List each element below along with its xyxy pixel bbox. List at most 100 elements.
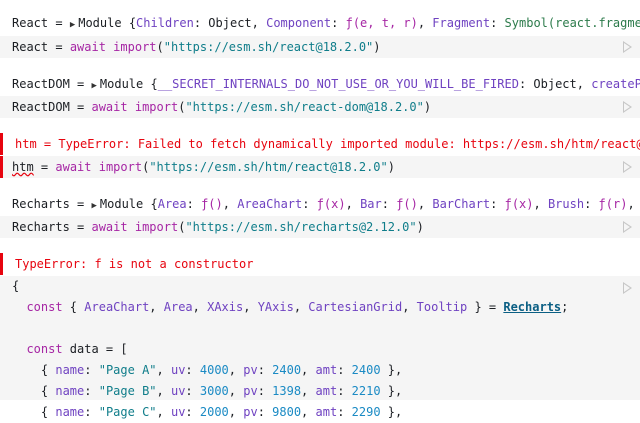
module-value: ƒ() (201, 197, 223, 211)
object-key: pv (243, 363, 258, 377)
react-import-cell[interactable]: React = await import("https://esm.sh/rea… (0, 36, 640, 58)
run-cell-icon[interactable] (623, 161, 632, 173)
colon: : (381, 197, 397, 211)
module-key: Brush (547, 197, 585, 211)
htm-error-output: htm = TypeError: Failed to fetch dynamic… (0, 133, 640, 155)
import-url: "https://esm.sh/recharts@2.12.0" (185, 220, 417, 234)
code-line: { name: "Page C", uv: 2000, pv: 9800, am… (0, 402, 640, 423)
object-key: name (55, 363, 85, 377)
recharts-reference-link[interactable]: Recharts (503, 300, 562, 314)
destructured-name: CartesianGrid (308, 300, 403, 314)
comma: , (222, 197, 238, 211)
semicolon: ; (561, 300, 569, 314)
variable-name: htm (12, 160, 34, 174)
keyword-await: await (55, 160, 92, 174)
number-value: 9800 (272, 405, 302, 419)
colon: : (518, 77, 534, 91)
colon: : (185, 363, 200, 377)
import-url: "https://esm.sh/react-dom@18.2.0" (185, 100, 424, 114)
chart-error-output: TypeError: f is not a constructor (0, 253, 640, 275)
code-line (0, 318, 640, 339)
brace: { (12, 405, 56, 419)
code-line: const { AreaChart, Area, XAxis, YAxis, C… (0, 297, 640, 318)
colon: : (185, 405, 200, 419)
colon: : (84, 363, 99, 377)
colon: : (337, 384, 352, 398)
module-value: Object (533, 77, 577, 91)
colon: : (584, 197, 599, 211)
comma: , (301, 384, 316, 398)
object-key: amt (315, 384, 338, 398)
module-value: ƒ(x) (504, 197, 534, 211)
comma: , (149, 300, 164, 314)
code-line: { name: "Page A", uv: 4000, pv: 2400, am… (0, 360, 640, 381)
destructured-name: XAxis (207, 300, 244, 314)
chart-code-cell[interactable]: { const { AreaChart, Area, XAxis, YAxis,… (0, 276, 640, 419)
variable-name: Recharts (12, 220, 70, 234)
module-key: createPortal (591, 77, 640, 91)
keyword-import: import (113, 40, 157, 54)
string-value: "Page A" (98, 363, 157, 377)
brace: } = (467, 300, 504, 314)
comma: , (417, 197, 433, 211)
brace: { (12, 363, 56, 377)
module-label: Module (78, 16, 129, 30)
run-cell-icon[interactable] (623, 41, 632, 53)
colon: : (84, 384, 99, 398)
number-value: 3000 (199, 384, 229, 398)
expand-triangle-icon[interactable]: ▶ (69, 20, 76, 30)
comma: , (156, 363, 171, 377)
paren: ( (178, 100, 186, 114)
colon: : (331, 16, 346, 30)
operator: = (69, 197, 92, 211)
operator: = (33, 160, 56, 174)
run-cell-icon[interactable] (623, 221, 632, 233)
comma: , (301, 363, 316, 377)
keyword-import: import (134, 220, 179, 234)
colon: : (257, 405, 273, 419)
expand-triangle-icon[interactable]: ▶ (91, 81, 97, 91)
object-key: amt (315, 405, 338, 419)
comma: , (251, 16, 267, 30)
keyword-await: await (69, 40, 106, 54)
colon: : (490, 16, 505, 30)
number-value: 2210 (351, 384, 381, 398)
destructured-name: AreaChart (84, 300, 150, 314)
object-key: name (55, 405, 85, 419)
number-value: 2400 (351, 363, 381, 377)
module-key: AreaChart (237, 197, 303, 211)
operator: = (69, 220, 92, 234)
variable-name: Recharts (12, 197, 70, 211)
recharts-output: Recharts = ▶Module {Area: ƒ(), AreaChart… (0, 193, 640, 215)
recharts-import-cell[interactable]: Recharts = await import("https://esm.sh/… (0, 216, 640, 238)
paren: ) (423, 100, 432, 114)
reactdom-import-cell[interactable]: ReactDOM = await import("https://esm.sh/… (0, 96, 640, 118)
operator: = (69, 100, 92, 114)
colon: : (193, 16, 209, 30)
comma: , (228, 405, 244, 419)
comma: , (156, 384, 171, 398)
brace: }, (380, 384, 403, 398)
brace: { (128, 16, 137, 30)
module-key: Bar (360, 197, 382, 211)
colon: : (337, 363, 352, 377)
keyword-import: import (98, 160, 143, 174)
paren: ( (156, 40, 164, 54)
run-cell-icon[interactable] (623, 101, 632, 113)
comma: , (228, 384, 244, 398)
object-key: amt (315, 363, 338, 377)
operator: = (48, 16, 70, 30)
number-value: 2290 (351, 405, 381, 419)
run-cell-icon[interactable] (623, 282, 632, 294)
number-value: 4000 (199, 363, 229, 377)
comma: , (228, 363, 244, 377)
colon: : (257, 363, 273, 377)
comma: , (576, 77, 592, 91)
expand-triangle-icon[interactable]: ▶ (91, 201, 97, 211)
module-key: Component (266, 16, 332, 30)
keyword-const: const (26, 300, 63, 314)
module-value: Symbol(react.fragment) (504, 16, 640, 30)
htm-import-cell[interactable]: htm = await import("https://esm.sh/htm/r… (0, 156, 640, 178)
module-value: ƒ() (396, 197, 418, 211)
comma: , (192, 300, 208, 314)
